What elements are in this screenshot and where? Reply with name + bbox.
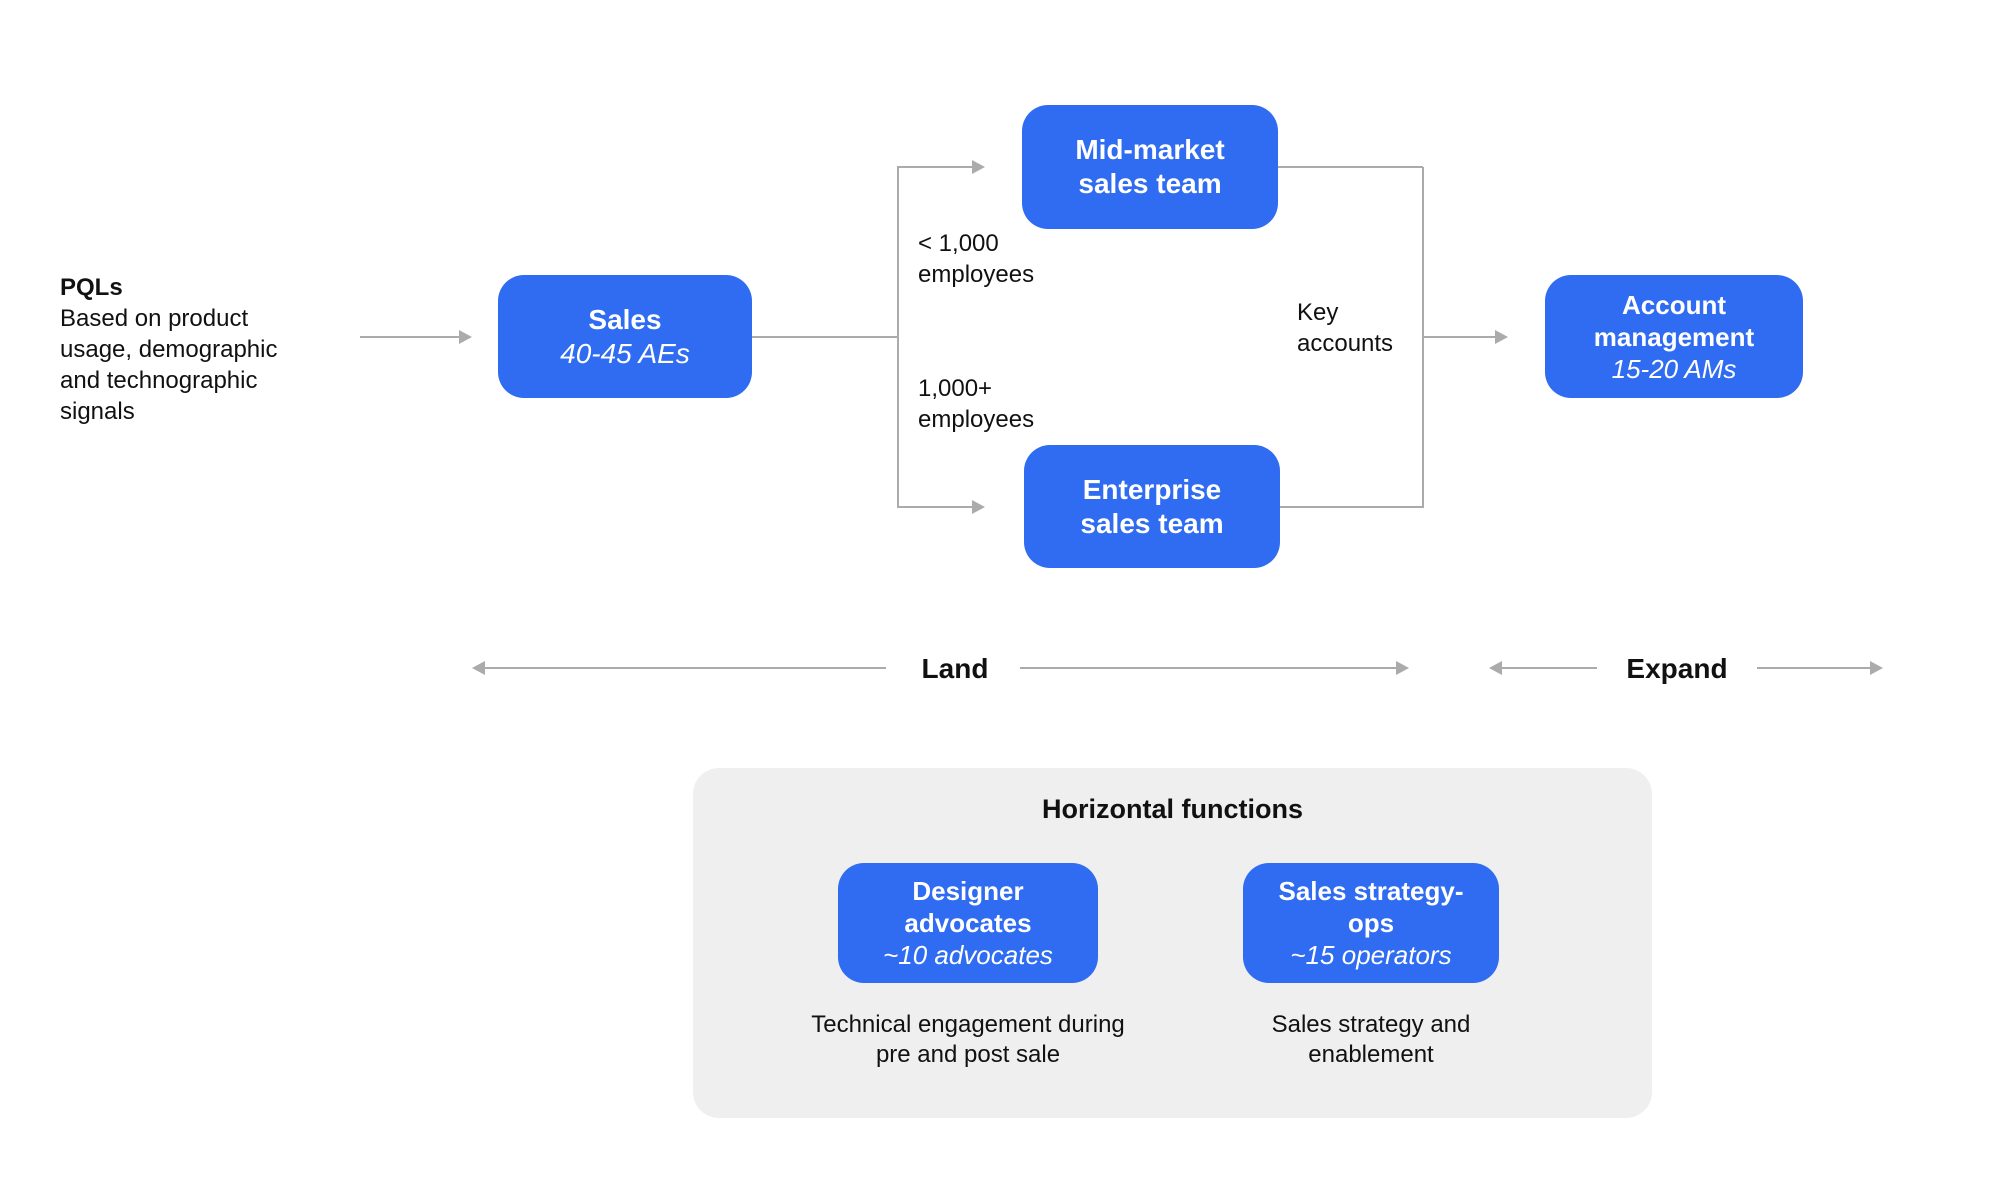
mid-market-out-line (1278, 166, 1423, 168)
node-mid-market: Mid-market sales team (1022, 105, 1278, 229)
node-account-management-subtitle: 15-20 AMs (1611, 353, 1737, 384)
branch-top-arrowhead-icon (972, 160, 985, 174)
edge-label-key-accounts: Key accounts (1297, 299, 1394, 357)
node-enterprise: Enterprise sales team (1024, 445, 1280, 568)
node-mid-market-title: Mid-market sales team (1075, 134, 1225, 199)
node-sales-strategy-ops-title: Sales strategy-ops (1278, 876, 1464, 938)
node-designer-advocates-subtitle: ~10 advocates (883, 940, 1053, 970)
node-account-management: Account management 15-20 AMs (1545, 275, 1803, 398)
node-designer-advocates-title: Designer advocates (904, 876, 1032, 938)
pql-to-sales-arrowhead-icon (459, 330, 472, 344)
land-right-arrowhead-icon (1396, 661, 1409, 675)
node-enterprise-title: Enterprise sales team (1080, 473, 1224, 539)
node-sales-strategy-ops: Sales strategy-ops ~15 operators (1243, 863, 1499, 983)
branch-bottom-arrowhead-icon (972, 500, 985, 514)
node-sales-title: Sales (588, 303, 662, 335)
phase-label-expand: Expand (1626, 653, 1728, 684)
merge-out-line (1423, 336, 1496, 338)
node-sales: Sales 40-45 AEs (498, 275, 752, 398)
node-account-management-title: Account management (1593, 289, 1755, 352)
pql-note: PQLs Based on product usage, demographic… (60, 272, 315, 427)
expand-left-arrowhead-icon (1489, 661, 1502, 675)
merge-arrowhead-icon (1495, 330, 1508, 344)
sales-strategy-ops-caption: Sales strategy and enablement (1271, 1011, 1471, 1068)
branch-top-line (897, 166, 973, 168)
branch-split-line (897, 167, 899, 508)
pql-note-body: Based on product usage, demographic and … (60, 305, 278, 425)
land-left-line (484, 667, 886, 669)
branch-bottom-line (897, 506, 973, 508)
edge-label-mid-market: < 1,000 employees (918, 230, 1035, 288)
pql-to-sales-line (360, 336, 460, 338)
node-sales-subtitle: 40-45 AEs (560, 337, 690, 369)
expand-right-line (1757, 667, 1871, 669)
horizontal-functions-title: Horizontal functions (1042, 794, 1303, 824)
expand-left-line (1501, 667, 1597, 669)
land-right-line (1020, 667, 1397, 669)
pql-note-title: PQLs (60, 274, 123, 301)
node-sales-strategy-ops-subtitle: ~15 operators (1290, 940, 1452, 970)
node-designer-advocates: Designer advocates ~10 advocates (838, 863, 1098, 983)
expand-right-arrowhead-icon (1870, 661, 1883, 675)
designer-advocates-caption: Technical engagement during pre and post… (811, 1011, 1125, 1068)
phase-label-land: Land (921, 653, 989, 684)
edge-label-enterprise: 1,000+ employees (918, 375, 1035, 433)
land-left-arrowhead-icon (472, 661, 485, 675)
enterprise-out-line (1280, 506, 1423, 508)
sales-out-line (752, 336, 898, 338)
